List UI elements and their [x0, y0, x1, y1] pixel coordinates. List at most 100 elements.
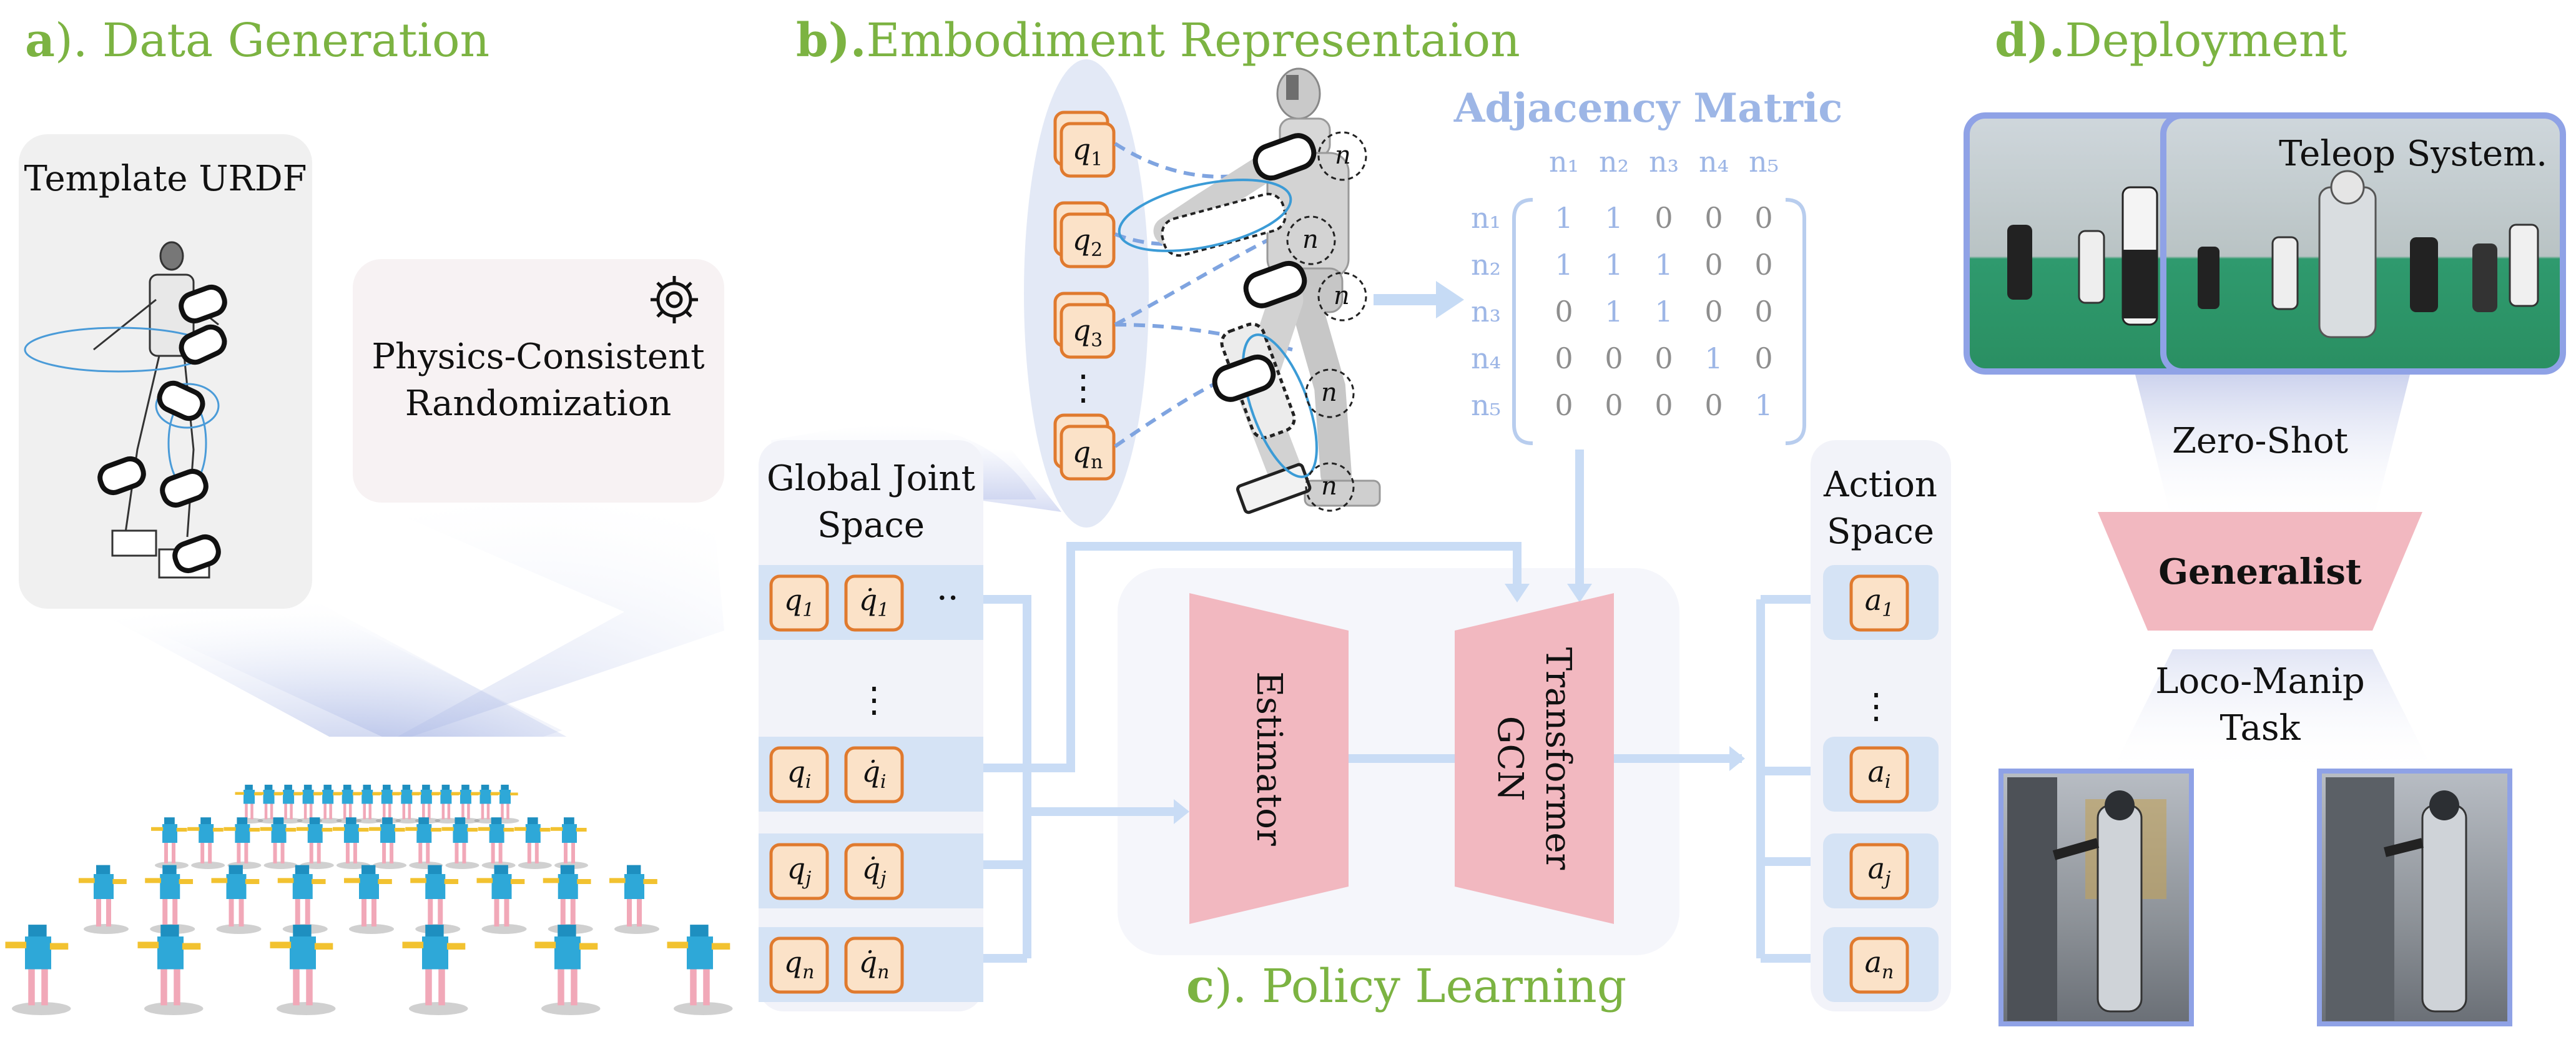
- adjacency-col-header: n₅: [1749, 145, 1779, 179]
- joint-velocity-label: q̇n: [859, 945, 890, 983]
- crowd-robot: [260, 817, 298, 869]
- adjacency-cell: 1: [1654, 248, 1673, 282]
- joint-to-policy-bus: [983, 450, 1811, 963]
- svg-text:n: n: [1302, 225, 1319, 254]
- adjacency-cell: 1: [1704, 342, 1723, 375]
- fan-shape-right: [350, 493, 724, 749]
- crowd-robot: [609, 865, 659, 934]
- joint-space-row: qn q̇n: [759, 927, 983, 1002]
- adjacency-row-header: n₁: [1471, 201, 1501, 235]
- adjacency-cell: 1: [1605, 201, 1623, 235]
- joint-position-box: [769, 843, 829, 900]
- gcn-label: GCN: [1490, 716, 1530, 802]
- action-row: an: [1823, 927, 1939, 1002]
- template-urdf-label: Template URDF: [24, 159, 307, 199]
- action-label: ai: [1867, 755, 1890, 793]
- joint-chain-q3: q3: [1053, 292, 1116, 359]
- panel-c-title: c). Policy Learning: [1186, 960, 1626, 1013]
- fan-task: [2110, 649, 2435, 774]
- crowd-robot: [5, 925, 71, 1015]
- joint-velocity-label: q̇j: [862, 852, 887, 890]
- crowd-robot: [667, 925, 733, 1015]
- adjacency-cell: 0: [1605, 342, 1623, 375]
- adjacency-cell: 0: [1754, 342, 1772, 375]
- generalist-block: [2098, 512, 2422, 631]
- adjacency-cell: 0: [1654, 201, 1673, 235]
- adjacency-cell: 1: [1654, 295, 1673, 328]
- joint-velocity-label: q̇1: [859, 583, 890, 621]
- action-space-title-1: Action: [1823, 464, 1937, 505]
- fan-shape-main: [75, 599, 624, 768]
- teleop-photo-left-robots: [2007, 186, 2158, 326]
- crowd-robot: [514, 817, 552, 869]
- action-row: a1: [1823, 565, 1939, 640]
- joint-velocity-box: [844, 574, 904, 632]
- svg-text:n: n: [1321, 472, 1337, 501]
- crowd-robot: [431, 784, 460, 823]
- joint-velocity-box: [844, 843, 904, 900]
- joint-row-ellipsis: ··: [937, 578, 959, 619]
- panel-d-title: d).Deployment: [1995, 14, 2347, 67]
- svg-text:q1: q1: [1073, 132, 1103, 170]
- action-space-title-2: Space: [1827, 511, 1934, 552]
- crowd-robot: [369, 817, 407, 869]
- adjacency-cell: 0: [1555, 342, 1573, 375]
- panel-a-data-generation: a). Data Generation Template URDF: [0, 14, 733, 1037]
- generalist-label: Generalist: [2158, 551, 2362, 592]
- adjacency-row-header: n₅: [1471, 388, 1501, 422]
- action-box: [1849, 746, 1909, 804]
- joint-chain-q1: q1: [1053, 111, 1116, 178]
- adjacency-cell: 0: [1654, 342, 1673, 375]
- joint-position-box: [769, 936, 829, 994]
- joint-position-label: qn: [784, 945, 815, 983]
- adjacency-cell: 1: [1555, 201, 1573, 235]
- action-label: an: [1865, 945, 1894, 983]
- zero-shot-label: Zero-Shot: [2172, 421, 2349, 461]
- adjacency-cell: 0: [1754, 295, 1772, 328]
- matrix-left-bracket: [1512, 198, 1533, 445]
- randomization-line1: Physics-Consistent: [371, 337, 705, 377]
- robot-to-matrix-arrowhead: [1436, 281, 1464, 318]
- task-photo-left-scene: [2007, 777, 2166, 1021]
- adjacency-cell: 0: [1704, 201, 1723, 235]
- crowd-robot: [534, 925, 601, 1015]
- joint-velocity-box: [844, 746, 904, 804]
- task-label-1: Loco-Manip: [2155, 661, 2364, 702]
- global-joint-space-title-2: Space: [817, 505, 925, 546]
- joint-position-label: qj: [787, 852, 812, 890]
- adjacency-cell: 0: [1605, 388, 1623, 422]
- task-label-2: Task: [2220, 708, 2301, 749]
- task-photo-right-scene: [2326, 777, 2467, 1021]
- adjacency-cell: 0: [1754, 201, 1772, 235]
- adjacency-col-header: n₃: [1649, 145, 1679, 179]
- adjacency-cell: 1: [1555, 248, 1573, 282]
- action-box: [1849, 843, 1909, 900]
- gear-icon: [651, 276, 698, 323]
- robot-node-labels: n n n n n: [1302, 141, 1351, 501]
- crowd-robot: [392, 784, 421, 823]
- adjacency-title: Adjacency Matric: [1453, 85, 1843, 132]
- matrix-right-bracket: [1785, 198, 1806, 445]
- crowd-robot: [344, 865, 394, 934]
- adjacency-cell: 1: [1754, 388, 1772, 422]
- joint-position-box: [769, 574, 829, 632]
- svg-text:q3: q3: [1073, 313, 1103, 351]
- adjacency-cell: 0: [1555, 295, 1573, 328]
- action-box: [1849, 936, 1909, 994]
- transformer-label: Transformer: [1538, 647, 1578, 870]
- robot-joint-cylinders: [1212, 133, 1317, 402]
- joint-position-label: qi: [787, 755, 811, 793]
- svg-text:n: n: [1321, 378, 1337, 407]
- crowd-robot: [332, 817, 370, 869]
- adjacency-cell: 0: [1654, 388, 1673, 422]
- teleop-photo-main-people-robots: [2198, 170, 2539, 338]
- adjacency-cell: 0: [1555, 388, 1573, 422]
- adjacency-cell: 0: [1704, 295, 1723, 328]
